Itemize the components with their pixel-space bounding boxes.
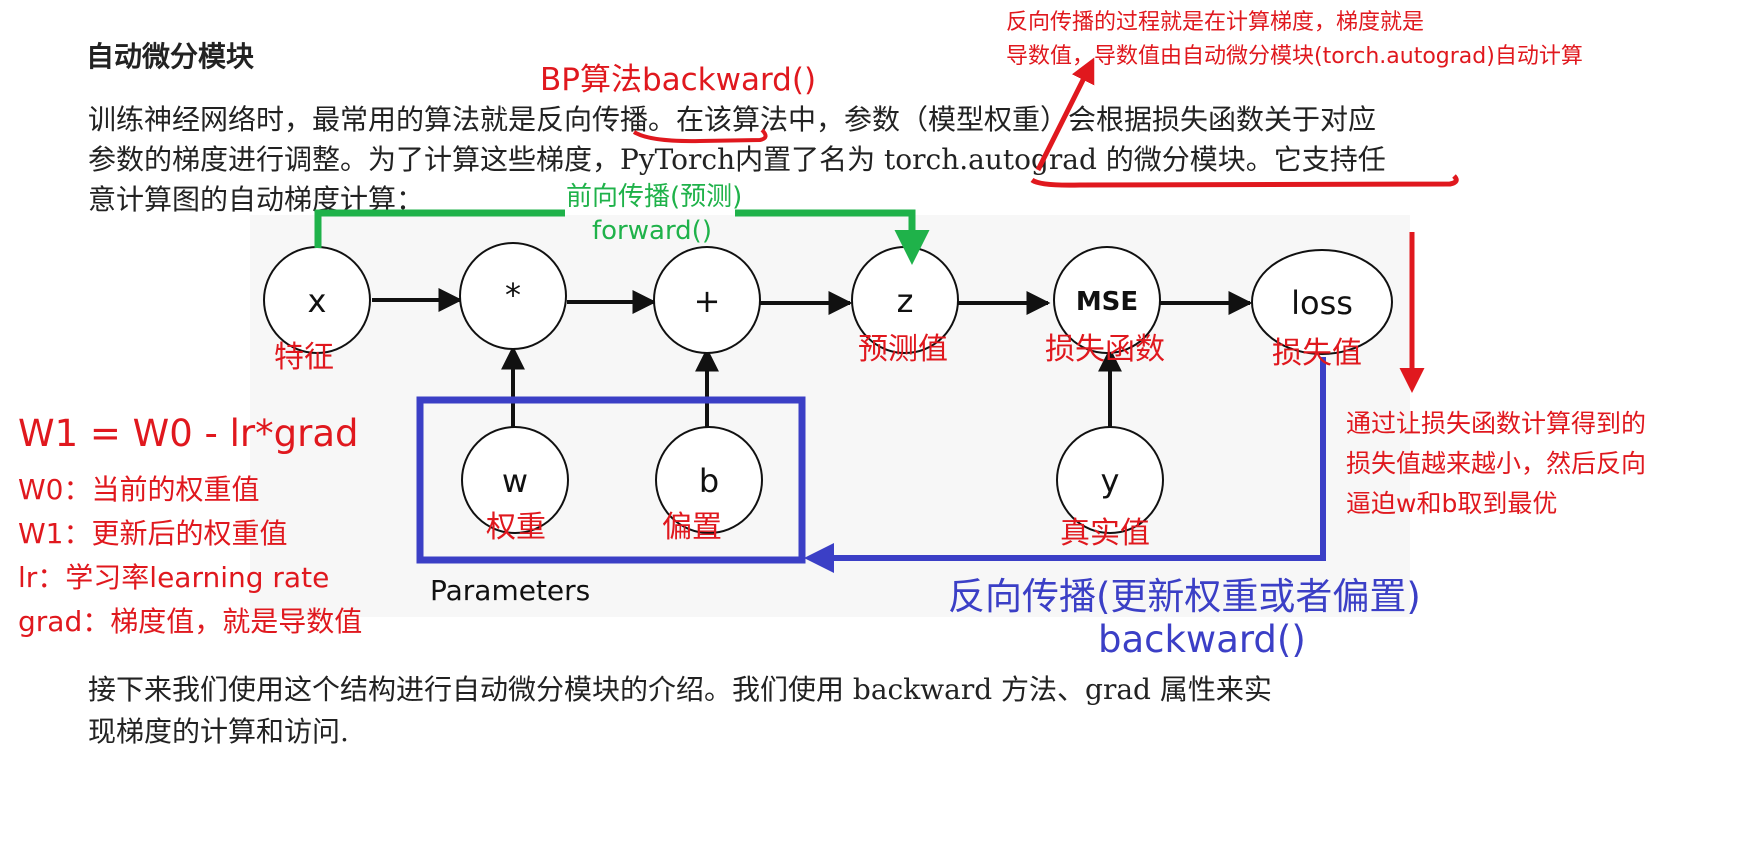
forward-path-left xyxy=(314,209,565,248)
right-note-line-2: 损失值越来越小，然后反向 xyxy=(1346,449,1647,478)
node-x-label: x xyxy=(308,282,327,320)
node-mul-label: * xyxy=(505,276,521,314)
definition-lr: lr：学习率learning rate xyxy=(18,561,330,594)
definition-w0: W0：当前的权重值 xyxy=(18,473,260,506)
node-loss-label: loss xyxy=(1291,284,1353,322)
node-y xyxy=(1056,426,1164,534)
right-note-line-1: 通过让损失函数计算得到的 xyxy=(1346,409,1647,438)
intro-line-1: 训练神经网络时，最常用的算法就是反向传播。在该算法中，参数（模型权重）会根据损失… xyxy=(88,103,1377,136)
prediction-label: 预测值 xyxy=(858,332,948,367)
node-z-label: z xyxy=(897,282,914,320)
backward-label-line-1: 反向传播(更新权重或者偏置) xyxy=(948,575,1421,618)
feature-label: 特征 xyxy=(274,340,334,375)
top-right-note-line-2: 导数值，导数值由自动微分模块(torch.autograd)自动计算 xyxy=(1006,44,1583,69)
intro-line-2: 参数的梯度进行调整。为了计算这些梯度，PyTorch内置了名为 torch.au… xyxy=(88,143,1386,176)
outro-line-1: 接下来我们使用这个结构进行自动微分模块的介绍。我们使用 backward 方法、… xyxy=(88,673,1272,706)
loss-value-label: 损失值 xyxy=(1272,336,1362,371)
node-mul xyxy=(459,242,567,350)
node-b-label: b xyxy=(699,462,719,500)
right-note-line-3: 逼迫w和b取到最优 xyxy=(1346,489,1558,518)
definition-grad: grad：梯度值，就是导数值 xyxy=(18,605,363,638)
node-mse xyxy=(1053,246,1161,354)
top-right-note-line-1: 反向传播的过程就是在计算梯度，梯度就是 xyxy=(1006,10,1425,35)
forward-label-line-1: 前向传播(预测) xyxy=(566,182,743,212)
weight-label: 权重 xyxy=(486,510,546,545)
bp-algorithm-label: BP算法backward() xyxy=(540,62,817,98)
underline-autograd xyxy=(1030,174,1459,188)
node-y-label: y xyxy=(1101,462,1120,500)
node-w xyxy=(461,426,569,534)
ground-truth-label: 真实值 xyxy=(1060,516,1150,551)
outro-line-2: 现梯度的计算和访问. xyxy=(88,715,349,748)
node-w-label: w xyxy=(502,462,528,500)
backward-label-line-2: backward() xyxy=(1098,618,1306,661)
backward-path-arrow xyxy=(804,357,1326,573)
loss-function-label: 损失函数 xyxy=(1045,332,1165,367)
forward-label-line-2: forward() xyxy=(592,216,712,246)
forward-path-right xyxy=(735,209,930,265)
autograd-callout-arrow xyxy=(1035,57,1095,172)
parameters-label: Parameters xyxy=(430,574,590,607)
node-add xyxy=(653,246,761,354)
definition-w1: W1：更新后的权重值 xyxy=(18,517,288,550)
parameters-box xyxy=(416,396,806,564)
bias-label: 偏置 xyxy=(662,510,722,545)
node-loss xyxy=(1251,249,1393,355)
node-mse-label: MSE xyxy=(1076,287,1138,317)
underline-backprop xyxy=(632,128,768,144)
update-formula: W1 = W0 - lr*grad xyxy=(18,412,359,455)
node-add-label: + xyxy=(694,282,721,320)
section-title: 自动微分模块 xyxy=(86,40,255,73)
node-b xyxy=(655,426,763,534)
